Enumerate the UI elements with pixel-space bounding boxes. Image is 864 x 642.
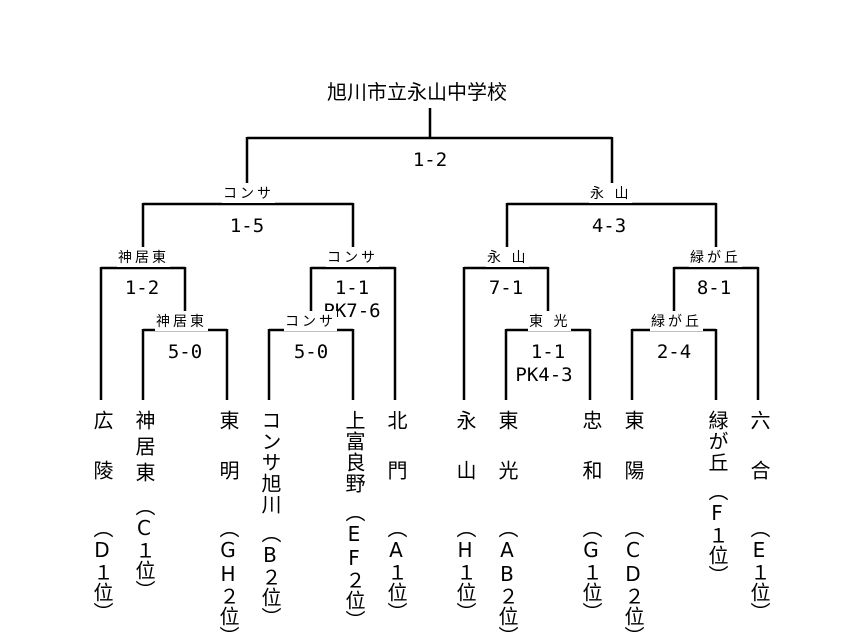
qf2-score: 1-1 xyxy=(334,277,370,299)
r1-right-a-winner: 東 光 xyxy=(528,311,572,331)
team-entry: 神居東 （C１位） xyxy=(131,410,156,600)
qf4-winner: 緑が丘 xyxy=(689,247,742,267)
team-seed: （A１位） xyxy=(384,518,408,622)
r1-right-a-pk: PK4-3 xyxy=(515,364,573,386)
sf-right-score: 4-3 xyxy=(591,215,627,237)
team-name: コンサ旭川 xyxy=(258,410,282,515)
team-seed: （D１位） xyxy=(90,518,114,622)
r1-right-a-score: 1-1 xyxy=(530,341,566,363)
team-seed: （CD２位） xyxy=(621,518,645,642)
qf2-winner: コンサ xyxy=(326,247,379,267)
bracket-line-final xyxy=(245,108,614,204)
team-entry: コンサ旭川 （B２位） xyxy=(257,410,282,627)
r1-right-b-winner: 緑が丘 xyxy=(650,311,703,331)
team-seed: （GH２位） xyxy=(216,518,240,642)
team-name: 緑が丘 xyxy=(705,410,729,473)
team-name: 広陵 xyxy=(90,410,114,510)
team-seed: （AB２位） xyxy=(495,518,519,642)
team-seed: （EF２位） xyxy=(342,502,366,630)
qf2-pk: PK7-6 xyxy=(323,300,381,322)
qf3-winner: 永 山 xyxy=(486,247,530,267)
qf4-score: 8-1 xyxy=(696,277,732,299)
team-entry: 東明 （GH２位） xyxy=(215,410,240,642)
r1-left-b-score: 5-0 xyxy=(293,341,329,363)
team-entry: 上富良野 （EF２位） xyxy=(341,410,366,630)
team-seed: （F１位） xyxy=(705,481,729,585)
sf-left-score: 1-5 xyxy=(229,215,265,237)
team-entry: 六合 （E１位） xyxy=(746,410,771,622)
qf1-winner: 神居東 xyxy=(117,247,170,267)
r1-right-b-score: 2-4 xyxy=(656,341,692,363)
team-entry: 緑が丘 （F１位） xyxy=(704,410,729,585)
team-name: 永山 xyxy=(453,410,477,510)
r1-left-a-score: 5-0 xyxy=(167,341,203,363)
team-entry: 広陵 （D１位） xyxy=(89,410,114,622)
qf1-score: 1-2 xyxy=(124,277,160,299)
team-entry: 忠和 （G１位） xyxy=(578,410,603,622)
team-name: 六合 xyxy=(747,410,771,510)
r1-left-a-winner: 神居東 xyxy=(155,311,208,331)
team-entry: 北門 （A１位） xyxy=(383,410,408,622)
team-name: 東光 xyxy=(495,410,519,510)
team-entry: 永山 （H１位） xyxy=(452,410,477,622)
team-seed: （G１位） xyxy=(579,518,603,622)
sf-right-winner: 永 山 xyxy=(589,183,633,203)
team-seed: （H１位） xyxy=(453,518,477,622)
qf3-score: 7-1 xyxy=(488,277,524,299)
team-seed: （B２位） xyxy=(258,523,282,627)
team-name: 北門 xyxy=(384,410,408,510)
team-name: 神居東 xyxy=(132,410,156,488)
team-entry: 東陽 （CD２位） xyxy=(620,410,645,642)
final-score: 1-2 xyxy=(412,149,448,171)
team-name: 忠和 xyxy=(579,410,603,510)
team-name: 東陽 xyxy=(621,410,645,510)
sf-left-winner: コンサ xyxy=(222,183,275,203)
r1-left-b-winner: コンサ xyxy=(284,311,337,331)
team-entry: 東光 （AB２位） xyxy=(494,410,519,642)
champion-name: 旭川市立永山中学校 xyxy=(327,80,507,104)
team-seed: （C１位） xyxy=(132,496,156,600)
team-seed: （E１位） xyxy=(747,518,771,622)
team-name: 上富良野 xyxy=(342,410,366,494)
team-name: 東明 xyxy=(216,410,240,510)
